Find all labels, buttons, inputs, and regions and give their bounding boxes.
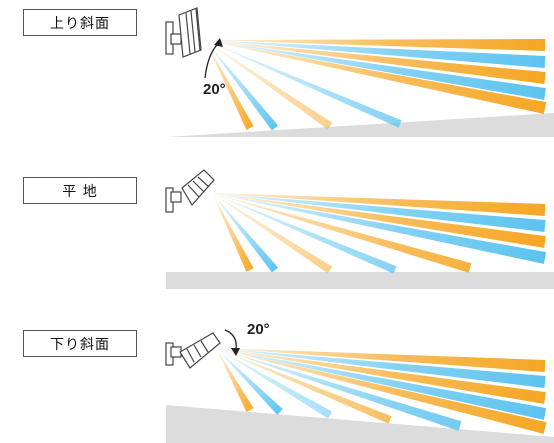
- beams-downhill: [216, 348, 547, 434]
- arrowhead-downhill: [231, 348, 240, 356]
- angle-label-uphill: 20°: [203, 81, 226, 98]
- beam-uphill-7: [205, 40, 279, 131]
- beam-flat-4: [212, 193, 472, 273]
- beam-flat-1: [212, 193, 546, 232]
- ground-downhill: [166, 405, 554, 443]
- beam-downhill-8: [216, 348, 283, 415]
- beam-downhill-4: [216, 348, 547, 434]
- ground-uphill: [166, 113, 554, 137]
- beam-uphill-2: [205, 40, 546, 84]
- beam-flat-2: [212, 193, 546, 248]
- beam-flat-5: [212, 193, 397, 274]
- angle-label-downhill: 20°: [247, 321, 270, 338]
- beam-uphill-3: [205, 40, 546, 100]
- floodlight-device-downhill: [165, 332, 221, 369]
- beam-flat-7: [212, 193, 279, 273]
- beam-uphill-4: [205, 40, 547, 114]
- beam-uphill-5: [205, 40, 402, 128]
- beam-downhill-9: [216, 348, 254, 412]
- angle-arrow-downhill: [224, 329, 237, 351]
- label-uphill: 上り斜面: [23, 9, 137, 36]
- angle-arrow-uphill: [204, 41, 221, 79]
- beam-downhill-6: [216, 348, 392, 424]
- beam-uphill-6: [205, 40, 333, 130]
- beam-downhill-1: [216, 348, 546, 388]
- beam-uphill-8: [205, 40, 254, 130]
- arrowhead-uphill: [214, 38, 223, 47]
- floodlight-device-flat: [165, 169, 215, 213]
- beam-downhill-3: [216, 348, 547, 420]
- ground-flat: [166, 272, 554, 289]
- label-flat: 平 地: [23, 177, 137, 204]
- beam-flat-8: [212, 193, 254, 272]
- beam-flat-3: [212, 193, 547, 264]
- beam-downhill-7: [216, 348, 333, 419]
- beams-flat: [212, 193, 547, 274]
- floodlight-device-uphill: [165, 7, 202, 58]
- beam-downhill-5: [216, 348, 462, 431]
- beams-uphill: [205, 39, 547, 131]
- label-downhill: 下り斜面: [23, 330, 137, 357]
- beam-downhill-2: [216, 348, 546, 404]
- beam-downhill-0: [216, 348, 546, 372]
- beam-flat-0: [212, 193, 546, 216]
- beam-uphill-0: [205, 39, 546, 51]
- beam-flat-6: [212, 193, 333, 274]
- beam-uphill-1: [205, 40, 546, 68]
